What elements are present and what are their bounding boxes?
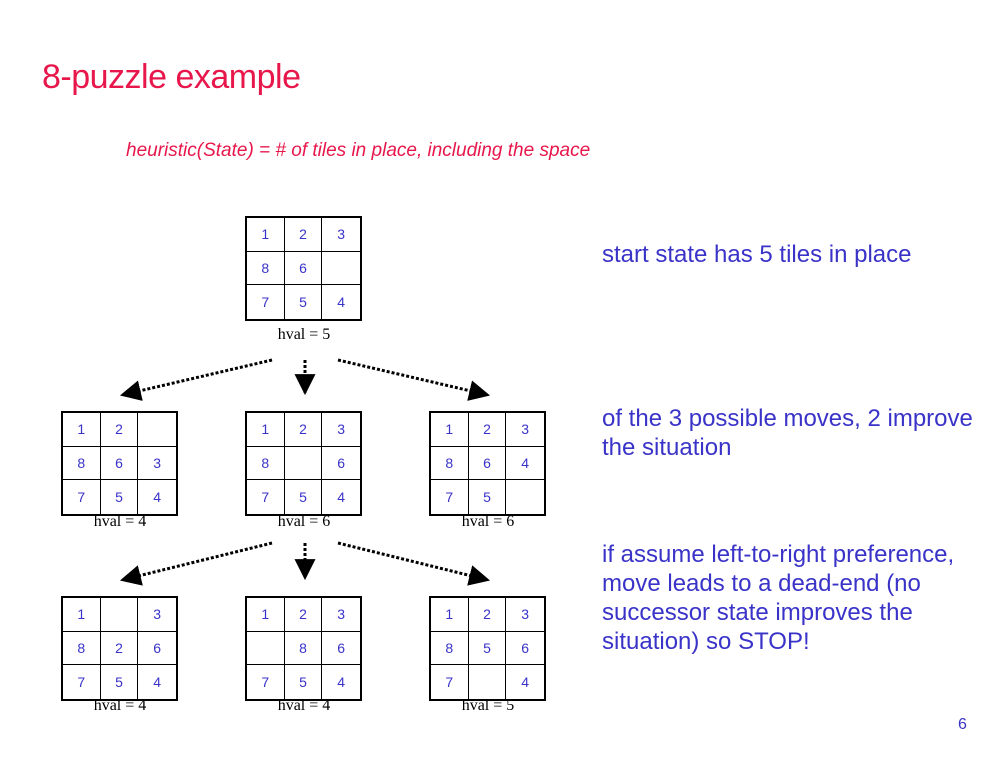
tile: 8 — [284, 631, 323, 666]
arrow-root-right — [337, 358, 491, 401]
tile: 3 — [506, 598, 544, 632]
hval-label: hval = 4 — [93, 513, 147, 530]
tile: 4 — [337, 674, 346, 691]
tile — [506, 480, 544, 514]
tile: 6 — [100, 446, 139, 481]
tile: 8 — [63, 446, 101, 481]
tile: 4 — [153, 674, 162, 691]
tile: 5 — [285, 665, 323, 699]
arrow-mid-right — [337, 541, 491, 586]
tile: 2 — [468, 413, 507, 447]
tile: 2 — [468, 598, 507, 632]
tile: 1 — [431, 598, 469, 632]
tile: 6 — [322, 447, 360, 481]
tile: 3 — [322, 413, 360, 447]
tile: 4 — [521, 674, 530, 691]
tile: 2 — [100, 413, 139, 447]
tile: 4 — [506, 447, 544, 481]
board-level1-right: 1 2 3 8 6 4 7 5 — [429, 411, 546, 516]
board-level2-middle: 1 2 3 8 6 7 5 4 — [245, 596, 362, 701]
tile: 8 — [247, 251, 285, 286]
tile: 3 — [138, 447, 176, 481]
hval-label: hval = 5 — [461, 697, 515, 714]
tile — [100, 598, 139, 632]
board-level2-left: 1 3 8 2 6 7 5 4 — [61, 596, 178, 701]
tile: 6 — [138, 632, 176, 666]
board-start: 1 2 3 8 6 7 5 4 — [245, 216, 362, 321]
tile: 8 — [431, 446, 469, 481]
arrow-mid-left — [119, 541, 273, 586]
note-possible-moves: of the 3 possible moves, 2 improve the s… — [602, 405, 973, 461]
tile — [284, 446, 323, 481]
tile: 4 — [153, 489, 162, 506]
tile: 2 — [284, 598, 323, 632]
tile: 3 — [506, 413, 544, 447]
tile: 5 — [101, 480, 139, 514]
hval-label: hval = 4 — [277, 697, 331, 714]
note-dead-end: if assume left-to-right preference, move… — [602, 541, 955, 655]
page-number: 6 — [958, 716, 967, 733]
tile: 8 — [63, 631, 101, 666]
tile: 6 — [284, 251, 323, 286]
tile: 6 — [322, 632, 360, 666]
tile: 1 — [247, 598, 285, 632]
tile: 2 — [100, 631, 139, 666]
tile: 2 — [284, 218, 323, 252]
tile: 6 — [506, 632, 544, 666]
tile: 5 — [285, 480, 323, 514]
tile — [138, 413, 176, 447]
tile: 7 — [247, 480, 285, 514]
tile: 5 — [468, 631, 507, 666]
tile: 8 — [247, 446, 285, 481]
tile: 7 — [247, 285, 285, 319]
tile: 3 — [138, 598, 176, 632]
tile: 1 — [63, 598, 101, 632]
tile: 7 — [63, 480, 101, 514]
tile: 4 — [337, 294, 346, 311]
hval-label: hval = 5 — [277, 326, 331, 343]
arrow-root-left — [119, 358, 273, 401]
note-start-state: start state has 5 tiles in place — [602, 241, 912, 268]
tile: 6 — [468, 446, 507, 481]
tile — [469, 665, 507, 699]
tile: 8 — [431, 631, 469, 666]
tile — [247, 631, 285, 666]
board-level2-right: 1 2 3 8 5 6 7 4 — [429, 596, 546, 701]
hval-label: hval = 6 — [461, 513, 515, 530]
slide-title: 8-puzzle example — [42, 58, 301, 96]
tile: 2 — [284, 413, 323, 447]
board-level1-left: 1 2 8 6 3 7 5 4 — [61, 411, 178, 516]
tile: 5 — [285, 285, 323, 319]
tile: 3 — [322, 598, 360, 632]
hval-label: hval = 6 — [277, 513, 331, 530]
tile: 5 — [101, 665, 139, 699]
tile: 7 — [431, 665, 469, 699]
tile: 3 — [322, 218, 360, 252]
tile: 5 — [469, 480, 507, 514]
tile: 7 — [431, 480, 469, 514]
board-level1-middle: 1 2 3 8 6 7 5 4 — [245, 411, 362, 516]
tile: 1 — [247, 413, 285, 447]
tile: 4 — [337, 489, 346, 506]
tile: 7 — [247, 665, 285, 699]
slide-subtitle: heuristic(State) = # of tiles in place, … — [126, 140, 591, 161]
tile: 1 — [63, 413, 101, 447]
tile: 7 — [63, 665, 101, 699]
tile — [322, 252, 360, 286]
hval-label: hval = 4 — [93, 697, 147, 714]
tile: 1 — [247, 218, 285, 252]
tile: 1 — [431, 413, 469, 447]
